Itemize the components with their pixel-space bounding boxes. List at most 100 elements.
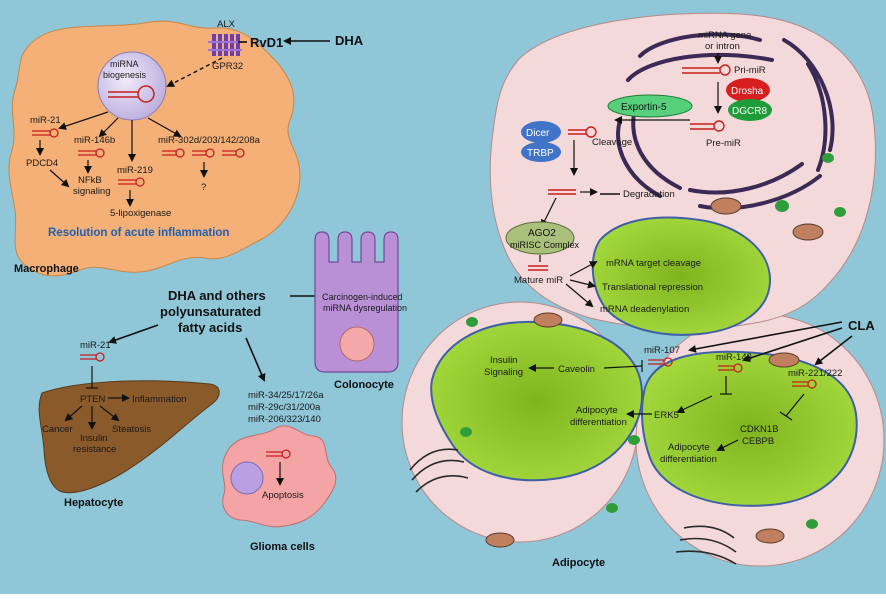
pdcd4-label: PDCD4: [26, 158, 58, 169]
adipocyte-diff-b-label-2: differentiation: [660, 454, 717, 465]
adipocyte-diff-a-label-1: Adipocyte: [576, 405, 618, 416]
trbp-label: TRBP: [527, 148, 554, 159]
macrophage-cell: [8, 20, 301, 277]
mir107-to-caveolin-inhibit: [603, 365, 643, 369]
erk5-label: ERK5: [654, 410, 679, 421]
receptor-to-biogenesis-arrow: [166, 57, 223, 87]
cdkn1b-to-diff-arrow: [716, 439, 739, 451]
colonocyte-nucleus: [339, 326, 375, 362]
glioma-cell: [222, 425, 337, 528]
liver-shape: [38, 380, 220, 494]
cla-label: CLA: [848, 318, 875, 333]
mir221-to-cdkn1b-inhibit: [785, 393, 805, 417]
cancer-label: Cancer: [42, 424, 73, 435]
mir219-label: miR-219: [117, 165, 153, 176]
pre-mir-label: Pre-miR: [706, 138, 741, 149]
mir146b-label: miR-146b: [74, 135, 115, 146]
inflammation-label: Inflammation: [132, 394, 186, 405]
lipoxigenase-label: 5-lipoxigenase: [110, 208, 171, 219]
dha-main-label-3: fatty acids: [178, 320, 242, 335]
duplex-mir-icon: [548, 189, 576, 195]
mature-to-deadenylation-arrow: [565, 283, 594, 308]
dha-main-label-2: polyunsaturated: [160, 304, 261, 319]
cdkn1b-label: CDKN1B: [740, 424, 779, 435]
mirna-gene-label-1: miRNA gene: [698, 30, 751, 41]
exportin-label: Exportin-5: [621, 102, 667, 113]
apoptosis-label: Apoptosis: [262, 490, 304, 501]
insulin-signaling-label-2: Signaling: [484, 367, 523, 378]
er-membranes-icon: [409, 448, 737, 565]
adipocyte-diff-b-label-1: Adipocyte: [668, 442, 710, 453]
colonocyte-label: Colonocyte: [334, 379, 394, 391]
nfkb-label-1: NFkB: [78, 175, 102, 186]
dha-top-label: DHA: [335, 33, 364, 48]
mir107-icon: [648, 357, 673, 367]
top-mitochondria-icons: [710, 197, 824, 241]
caveolin-label: Caveolin: [558, 364, 595, 375]
mir143-label: miR-143: [716, 352, 752, 363]
mirisc-label: miRISC Complex: [510, 240, 580, 250]
mirna-gene-label-2: or intron: [705, 41, 740, 52]
glioma-mirna-icon: [266, 449, 291, 459]
pten-to-steatosis-arrow: [99, 405, 120, 422]
biogenesis-to-mir146b-arrow: [98, 117, 119, 138]
glioma-mir-label-3: miR-206/323/140: [248, 414, 321, 425]
mrna-cleavage-label: mRNA target cleavage: [606, 258, 701, 269]
lipid-droplet-icons: [460, 317, 818, 529]
macrophage-mirna-icons: [32, 128, 245, 187]
cytoplasm-premir-icon: [568, 126, 597, 138]
glioma-mir-label-1: miR-34/25/17/26a: [248, 390, 324, 401]
hepatocyte-mirna-icon: [80, 352, 105, 362]
erk5-arrow-in: [676, 395, 713, 414]
gpr32-label: GPR32: [212, 61, 243, 72]
carcinogen-label-1: Carcinogen-induced: [322, 292, 403, 302]
top-cell-nucleus: [591, 216, 772, 336]
dicer-protein: [521, 121, 561, 143]
adipocyte-diff-a-label-2: differentiation: [570, 417, 627, 428]
mir302-label: miR-302d/203/142/208a: [158, 135, 261, 146]
cla-to-mir221-arrow: [814, 335, 853, 366]
glioma-label: Glioma cells: [250, 541, 315, 553]
cell-vesicle-icons: [775, 153, 846, 217]
biogenesis-to-mir21-arrow: [58, 111, 109, 130]
trbp-protein: [521, 142, 561, 162]
carcinogen-label-2: miRNA dysregulation: [323, 303, 407, 313]
biogenesis-to-mir302-arrow: [147, 117, 182, 137]
pten-label: PTEN: [80, 394, 105, 405]
cleavage-label: Cleavage: [592, 137, 632, 148]
drosha-label: Drosha: [731, 86, 764, 97]
mir21-hepatocyte-label: miR-21: [80, 340, 111, 351]
colonocyte-cell: [314, 231, 399, 373]
dha-main-label-1: DHA and others: [168, 288, 266, 303]
pre-mir-icon: [690, 120, 725, 132]
macrophage-label: Macrophage: [14, 263, 79, 275]
glioma-mir-label-2: miR-29c/31/200a: [248, 402, 321, 413]
mature-to-cleavage-arrow: [569, 261, 598, 277]
adipocyte-label: Adipocyte: [552, 557, 605, 569]
unknown-target-label: ?: [201, 182, 206, 193]
mir143-icon: [718, 363, 743, 373]
steatosis-label: Steatosis: [112, 424, 151, 435]
nfkb-label-2: signaling: [73, 186, 111, 197]
cebpb-label: CEBPB: [742, 436, 774, 447]
mir107-label: miR-107: [644, 345, 680, 356]
mir21-macrophage-label: miR-21: [30, 115, 61, 126]
cla-to-mir143-arrow: [742, 327, 843, 362]
exportin-protein: [607, 94, 693, 118]
mir221-label: miR-221/222: [788, 368, 842, 379]
mature-mir-label: Mature miR: [514, 275, 563, 286]
mir221-inhibit-bar: [779, 411, 793, 421]
mirna-biogenesis-label-2: biogenesis: [103, 70, 147, 80]
mature-mir-icon: [528, 265, 548, 271]
translational-repression-label: Translational repression: [602, 282, 703, 293]
drosha-protein: [726, 78, 770, 102]
duplex-to-ago2-arrow: [541, 197, 557, 228]
cla-to-mir107-arrow: [688, 321, 843, 353]
ago2-label: AGO2: [528, 228, 556, 239]
mir221-icon: [792, 379, 817, 389]
pdcd4-to-nfkb-arrow: [49, 169, 70, 188]
degradation-label: Degradation: [623, 189, 675, 200]
dgcr8-protein: [728, 99, 772, 121]
dha-to-hepatocyte-arrow: [108, 324, 159, 344]
